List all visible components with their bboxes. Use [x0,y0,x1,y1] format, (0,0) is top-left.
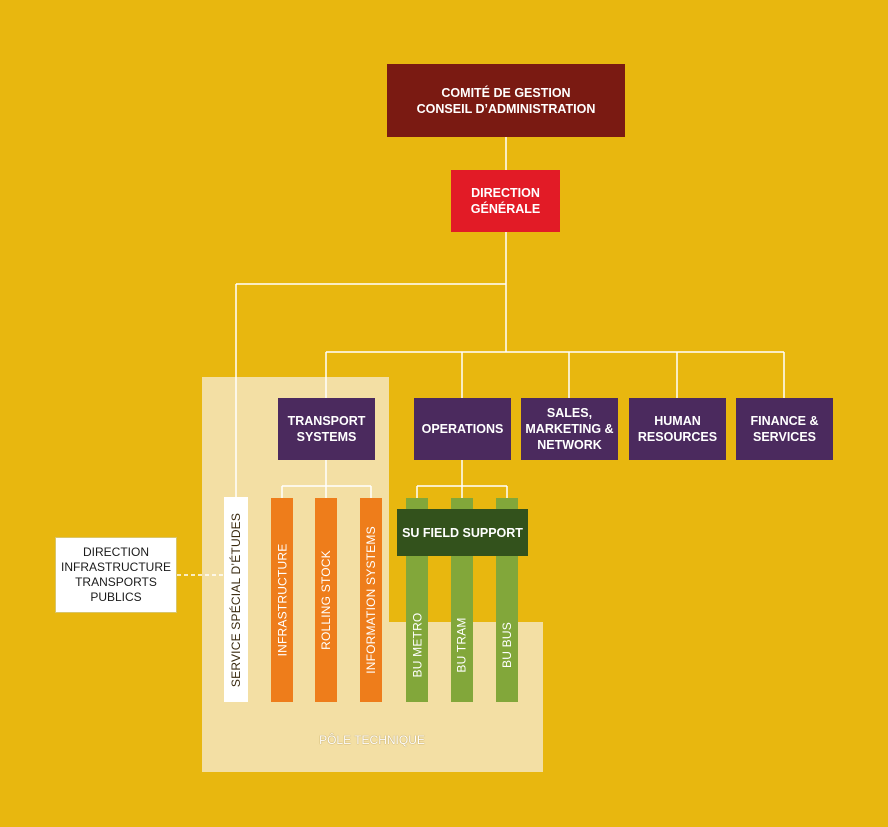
dept-finance-services: FINANCE & SERVICES [736,398,833,460]
unit-infrastructure-bar: INFRASTRUCTURE [271,498,293,702]
unit-information-systems-label: INFORMATION SYSTEMS [364,526,378,674]
unit-rolling-stock-label: ROLLING STOCK [319,550,333,650]
direction-generale-box: DIRECTION GÉNÉRALE [451,170,560,232]
unit-information-systems-bar: INFORMATION SYSTEMS [360,498,382,702]
dept-operations: OPERATIONS [414,398,511,460]
external-direction-box: DIRECTION INFRASTRUCTURE TRANSPORTS PUBL… [55,537,177,613]
dept-human-resources: HUMAN RESOURCES [629,398,726,460]
dept-sales-marketing-network: SALES, MARKETING & NETWORK [521,398,618,460]
unit-infrastructure-label: INFRASTRUCTURE [275,543,289,657]
bu-bus-label: BU BUS [500,622,515,668]
bu-tram-label: BU TRAM [455,617,469,673]
service-etudes-label: SERVICE SPÉCIAL D’ÉTUDES [229,512,243,687]
service-etudes-bar: SERVICE SPÉCIAL D’ÉTUDES [224,497,248,702]
su-field-support-box: SU FIELD SUPPORT [397,509,528,556]
dept-transport-systems: TRANSPORT SYSTEMS [278,398,375,460]
pole-technique-label: PÔLE TECHNIQUE [319,733,425,747]
unit-rolling-stock-bar: ROLLING STOCK [315,498,337,702]
bu-metro-label: BU METRO [410,612,424,678]
committee-box: COMITÉ DE GESTION CONSEIL D’ADMINISTRATI… [387,64,625,137]
